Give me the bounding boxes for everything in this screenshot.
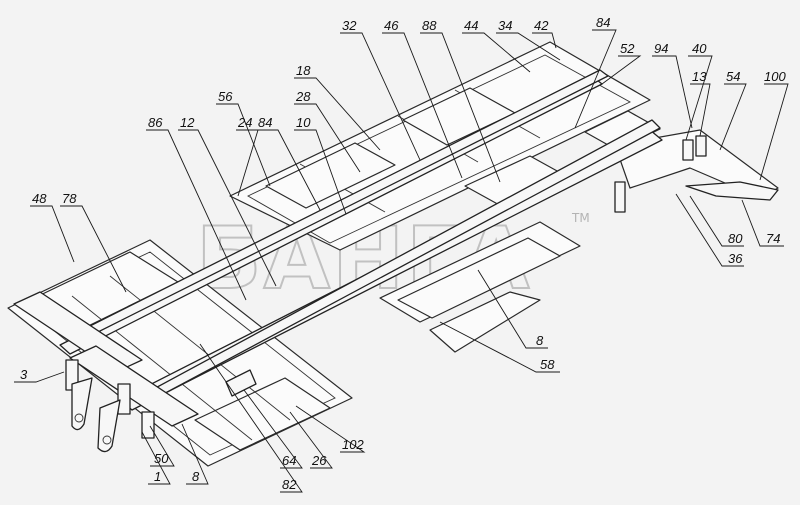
leader-1	[141, 431, 171, 485]
callout-102: 102	[342, 437, 364, 452]
callout-3: 3	[20, 367, 28, 382]
spring-hanger-1-eye	[74, 413, 84, 423]
leader-46	[382, 32, 463, 179]
leader-40	[685, 55, 713, 141]
callout-74: 74	[766, 231, 780, 246]
lower-right-inner	[397, 237, 561, 319]
lower-right-frame	[379, 221, 581, 353]
leader-42	[532, 32, 557, 49]
callout-1: 1	[154, 469, 161, 484]
leader-78	[60, 205, 127, 293]
leader-12	[178, 129, 277, 287]
leader-74	[741, 199, 784, 247]
callout-100: 100	[764, 69, 786, 84]
leader-13	[690, 83, 711, 137]
callout-52: 52	[620, 41, 635, 56]
callout-labels: 32 46 88 44 34 42 84 52 94 40 13 54 100 …	[20, 15, 786, 492]
callout-94: 94	[654, 41, 668, 56]
tail-post-1	[682, 139, 694, 161]
callout-84-mid: 84	[258, 115, 272, 130]
leader-lines	[14, 29, 789, 493]
leader-86	[146, 129, 247, 301]
leader-28	[294, 103, 361, 173]
leader-102	[295, 405, 366, 453]
callout-84-top: 84	[596, 15, 610, 30]
leader-84a	[574, 29, 617, 129]
hanger-brackets	[65, 359, 155, 453]
tail-post-2	[695, 135, 707, 157]
tail-extension	[614, 129, 779, 213]
callout-24: 24	[237, 115, 252, 130]
leader-34	[496, 32, 561, 61]
main-beams	[13, 69, 663, 427]
callout-88: 88	[422, 18, 437, 33]
leader-88	[420, 32, 501, 183]
spring-hanger-2-eye	[102, 435, 112, 445]
leader-26	[289, 411, 333, 469]
callout-82: 82	[282, 477, 297, 492]
watermark-trademark: TM	[571, 211, 590, 225]
leader-48	[30, 205, 75, 263]
callout-46: 46	[384, 18, 399, 33]
hanger-post-3	[141, 411, 155, 439]
callout-8-bottom: 8	[192, 469, 200, 484]
front-cross-member-2	[109, 275, 291, 421]
callout-18: 18	[296, 63, 311, 78]
leader-36	[675, 193, 744, 267]
callout-56: 56	[218, 89, 233, 104]
callout-36: 36	[728, 251, 743, 266]
left-rail-2	[69, 345, 199, 427]
leader-50	[149, 425, 175, 467]
callout-13: 13	[692, 69, 707, 84]
leader-52	[601, 55, 642, 85]
leader-82	[199, 343, 303, 493]
leader-32	[340, 32, 421, 161]
callout-78: 78	[62, 191, 77, 206]
callout-54: 54	[726, 69, 740, 84]
bracket-plate	[225, 369, 257, 397]
leader-84b	[256, 129, 321, 211]
leader-58	[439, 321, 560, 373]
callout-10: 10	[296, 115, 311, 130]
callout-8-right: 8	[536, 333, 544, 348]
leader-10	[294, 129, 347, 215]
leader-64	[243, 389, 303, 469]
leader-54	[719, 83, 747, 151]
left-rail-1	[13, 291, 143, 373]
callout-40: 40	[692, 41, 707, 56]
leader-100	[759, 83, 789, 181]
callout-32: 32	[342, 18, 357, 33]
callout-28: 28	[295, 89, 311, 104]
tail-bracket	[685, 181, 779, 201]
leader-18	[294, 77, 381, 151]
tail-post-3	[614, 181, 626, 213]
lower-right-panel-2	[429, 291, 541, 353]
leader-80	[689, 195, 744, 247]
leader-56	[216, 103, 271, 187]
leader-44	[462, 32, 531, 73]
leader-8b	[181, 423, 209, 485]
callout-80: 80	[728, 231, 743, 246]
callout-26: 26	[311, 453, 327, 468]
hanger-post-2	[117, 383, 131, 415]
leader-3	[14, 371, 65, 383]
callout-50: 50	[154, 451, 169, 466]
leader-94	[652, 55, 693, 129]
callout-34: 34	[498, 18, 512, 33]
callout-12: 12	[180, 115, 195, 130]
callout-58: 58	[540, 357, 555, 372]
callout-64: 64	[282, 453, 296, 468]
callout-44: 44	[464, 18, 478, 33]
callout-42: 42	[534, 18, 549, 33]
callout-48: 48	[32, 191, 47, 206]
callout-86: 86	[148, 115, 163, 130]
spring-hanger-1	[71, 377, 93, 431]
leader-8a	[477, 269, 548, 349]
